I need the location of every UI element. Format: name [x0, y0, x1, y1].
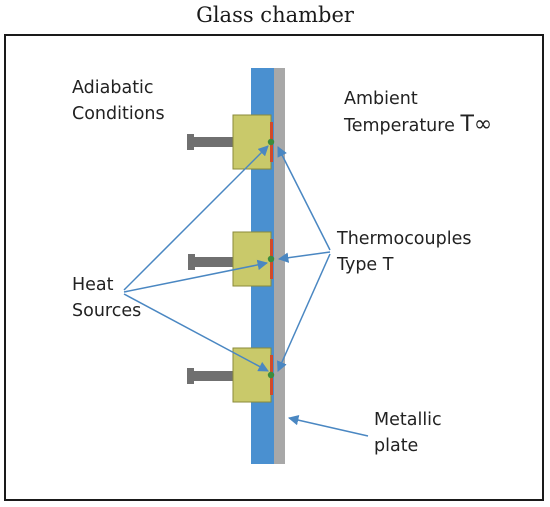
- adiabatic-label: Adiabatic Conditions: [72, 75, 165, 127]
- heat-source-2: [188, 231, 275, 287]
- bolt-head: [187, 134, 194, 150]
- metal-arrow: [287, 414, 369, 437]
- glass-chamber-frame: [4, 34, 544, 501]
- heat-source-1: [187, 114, 275, 170]
- ambient-label-line2: Temperature T∞: [344, 112, 492, 139]
- thermo-arrow-3: [277, 253, 331, 372]
- thermocouple-dot: [267, 255, 275, 263]
- thermo-arrow-1: [277, 146, 331, 251]
- metallic-plate-label-line2: plate: [374, 436, 419, 456]
- ambient-label: Ambient Temperature T∞: [344, 86, 492, 139]
- thermocouples-label: Thermocouples Type T: [337, 226, 471, 278]
- thermocouples-label-line1: Thermocouples: [337, 229, 472, 249]
- heat-source-3: [187, 347, 275, 403]
- heat-arrow-3: [123, 293, 269, 372]
- heat-sources-label-line2: Sources: [72, 301, 142, 321]
- metallic-plate: [274, 68, 285, 464]
- heat-sources-label-line1: Heat: [72, 275, 114, 295]
- adiabatic-label-line1: Adiabatic: [72, 78, 154, 98]
- heat-arrow-1: [123, 145, 269, 291]
- ambient-temperature-symbol: T∞: [460, 112, 493, 137]
- thermocouples-label-line2: Type T: [337, 255, 394, 275]
- ambient-label-text: Temperature: [344, 116, 455, 136]
- heat-sources-label: Heat Sources: [72, 272, 141, 324]
- bolt-shaft: [195, 257, 234, 267]
- bolt-head: [188, 254, 195, 270]
- thermocouple-dot: [267, 138, 275, 146]
- heater-block: [232, 231, 272, 287]
- diagram-title: Glass chamber: [196, 3, 354, 27]
- thermo-arrow-2: [277, 251, 331, 263]
- metallic-plate-label-line1: Metallic: [374, 410, 442, 430]
- adiabatic-label-line2: Conditions: [72, 104, 165, 124]
- bolt-head: [187, 368, 194, 384]
- thermocouple-dot: [267, 371, 275, 379]
- ambient-label-line1: Ambient: [344, 89, 418, 109]
- bolt-shaft: [194, 137, 234, 147]
- metallic-plate-label: Metallic plate: [374, 407, 442, 459]
- heater-block: [232, 114, 272, 170]
- heat-arrow-2: [123, 259, 269, 293]
- bolt-shaft: [194, 371, 234, 381]
